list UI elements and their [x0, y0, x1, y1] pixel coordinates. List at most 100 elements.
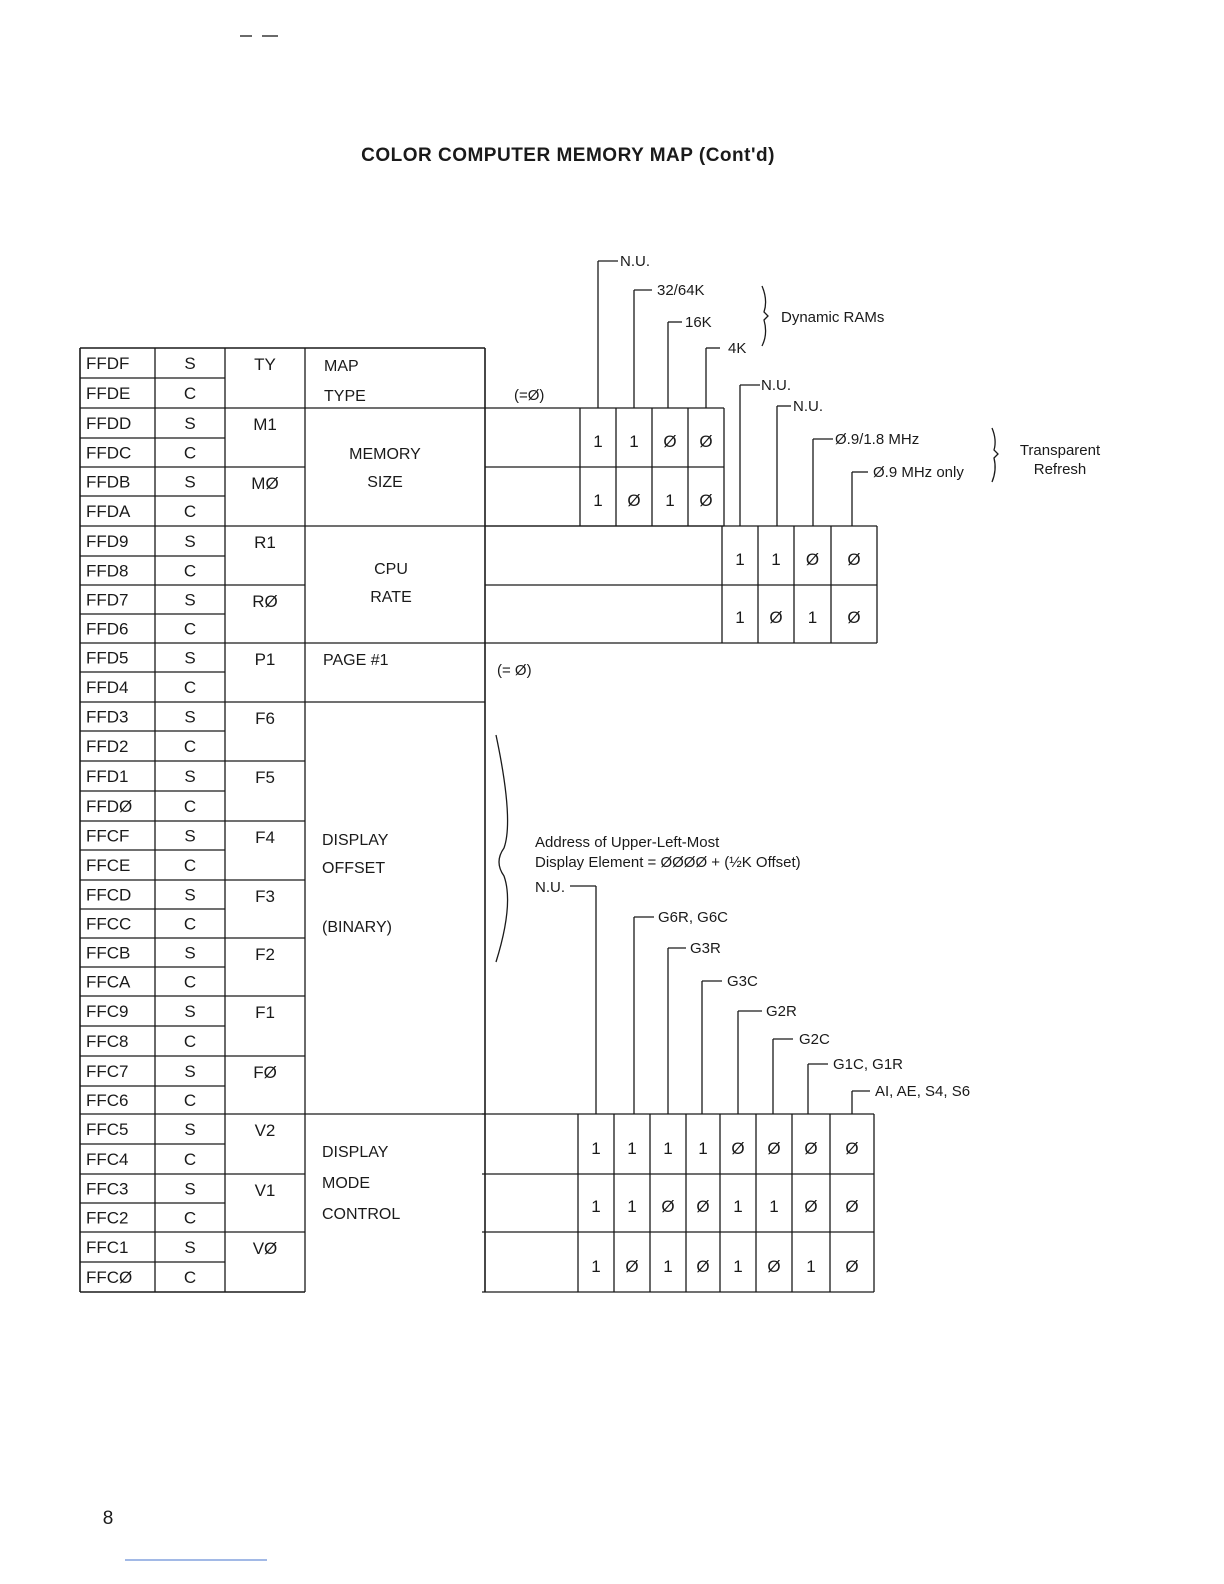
- bit-name: V1: [255, 1181, 276, 1200]
- register-address: FFDE: [86, 384, 130, 403]
- bit-name: MØ: [251, 474, 278, 493]
- register-address: FFD2: [86, 737, 129, 756]
- cpu-rate-bit: 1: [808, 608, 817, 627]
- bit-name: F1: [255, 1003, 275, 1022]
- register-address: FFDC: [86, 444, 131, 463]
- display-mode-bit: 1: [769, 1197, 778, 1216]
- transparent-refresh-brace: [991, 427, 999, 483]
- display-mode-bit: 1: [663, 1257, 672, 1276]
- register-address: FFDA: [86, 502, 131, 521]
- set-clear-flag: S: [184, 886, 195, 905]
- register-address: FFC7: [86, 1062, 129, 1081]
- register-address: FFC1: [86, 1238, 129, 1257]
- display-mode-callout: G2R: [766, 1003, 797, 1020]
- set-clear-flag: C: [184, 1209, 196, 1228]
- memory-size-bit: 1: [593, 432, 602, 451]
- register-address: FFCØ: [86, 1268, 132, 1287]
- display-mode-bit: Ø: [767, 1139, 780, 1158]
- set-clear-flag: C: [184, 737, 196, 756]
- display-mode-bit: 1: [733, 1197, 742, 1216]
- memory-size-callout: 16K: [685, 314, 712, 331]
- display-offset-label-3: (BINARY): [322, 919, 392, 936]
- set-clear-flag: C: [184, 678, 196, 697]
- cpu-rate-callout: N.U.: [793, 398, 823, 415]
- cpu-rate-callout: Ø.9 MHz only: [873, 464, 964, 481]
- register-address: FFD7: [86, 591, 129, 610]
- register-address: FFC2: [86, 1209, 129, 1228]
- bit-name: R1: [254, 533, 276, 552]
- display-mode-bit: 1: [663, 1139, 672, 1158]
- memory-size-bit: 1: [593, 491, 602, 510]
- register-address: FFD3: [86, 708, 129, 727]
- display-mode-bit: Ø: [696, 1197, 709, 1216]
- register-address: FFCB: [86, 944, 130, 963]
- cpu-rate-bit: Ø: [806, 550, 819, 569]
- display-mode-bit: Ø: [696, 1257, 709, 1276]
- page-label: PAGE #1: [323, 652, 389, 669]
- display-offset-label-1: DISPLAY: [322, 832, 389, 849]
- cpu-rate-bit: Ø: [769, 608, 782, 627]
- map-type-default-note: (=Ø): [514, 387, 544, 404]
- display-mode-bit: Ø: [731, 1139, 744, 1158]
- register-address: FFC6: [86, 1091, 129, 1110]
- set-clear-flag: C: [184, 973, 196, 992]
- set-clear-flag: S: [184, 473, 195, 492]
- memory-size-callout: 4K: [728, 340, 746, 357]
- display-offset-label-2: OFFSET: [322, 860, 385, 877]
- dynamic-rams-brace: [761, 285, 769, 347]
- set-clear-flag: C: [184, 797, 196, 816]
- set-clear-flag: C: [184, 856, 196, 875]
- set-clear-flag: C: [184, 1268, 196, 1287]
- bit-name: RØ: [252, 592, 278, 611]
- display-mode-bit: 1: [627, 1197, 636, 1216]
- register-address: FFDØ: [86, 797, 132, 816]
- bit-name: TY: [254, 355, 276, 374]
- set-clear-flag: C: [184, 562, 196, 581]
- set-clear-flag: C: [184, 620, 196, 639]
- display-mode-bit: Ø: [804, 1139, 817, 1158]
- cpu-rate-bit: 1: [771, 550, 780, 569]
- register-address: FFC9: [86, 1002, 129, 1021]
- map-type-label-2: TYPE: [324, 388, 366, 405]
- set-clear-flag: C: [184, 915, 196, 934]
- cpu-rate-bit: Ø: [847, 608, 860, 627]
- display-mode-callout: G6R, G6C: [658, 909, 728, 926]
- display-mode-bit: 1: [591, 1197, 600, 1216]
- set-clear-flag: S: [184, 1062, 195, 1081]
- register-address: FFC3: [86, 1180, 129, 1199]
- register-address: FFDD: [86, 414, 131, 433]
- set-clear-flag: S: [184, 1238, 195, 1257]
- cpu-rate-label-1: CPU: [374, 561, 408, 578]
- register-address: FFD6: [86, 620, 129, 639]
- cpu-rate-label-2: RATE: [370, 589, 411, 606]
- cpu-rate-bit: 1: [735, 550, 744, 569]
- set-clear-flag: C: [184, 502, 196, 521]
- register-address: FFD5: [86, 649, 129, 668]
- display-mode-callout: G1C, G1R: [833, 1056, 903, 1073]
- memory-size-bit: 1: [665, 491, 674, 510]
- set-clear-flag: S: [184, 591, 195, 610]
- set-clear-flag: C: [184, 444, 196, 463]
- display-mode-callout: G2C: [799, 1031, 830, 1048]
- register-address: FFD8: [86, 562, 129, 581]
- transparent-refresh-label-1: Transparent: [1020, 442, 1101, 459]
- display-mode-label-2: MODE: [322, 1175, 370, 1192]
- annotations: (=Ø) (= Ø) Address of Upper-Left-Most Di…: [495, 387, 801, 963]
- set-clear-flag: S: [184, 1180, 195, 1199]
- register-address: FFC4: [86, 1150, 129, 1169]
- display-mode-callout: N.U.: [535, 879, 565, 896]
- display-mode-label-1: DISPLAY: [322, 1144, 389, 1161]
- register-address: FFC8: [86, 1032, 129, 1051]
- bit-name: M1: [253, 415, 277, 434]
- memory-size-label-2: SIZE: [367, 474, 403, 491]
- memory-size-callout: N.U.: [620, 253, 650, 270]
- display-mode-callout: AI, AE, S4, S6: [875, 1083, 970, 1100]
- display-mode-bit: Ø: [661, 1197, 674, 1216]
- display-mode-bit: Ø: [767, 1257, 780, 1276]
- display-mode-bit: Ø: [845, 1139, 858, 1158]
- cpu-rate-callout: N.U.: [761, 377, 791, 394]
- bit-name: F4: [255, 828, 275, 847]
